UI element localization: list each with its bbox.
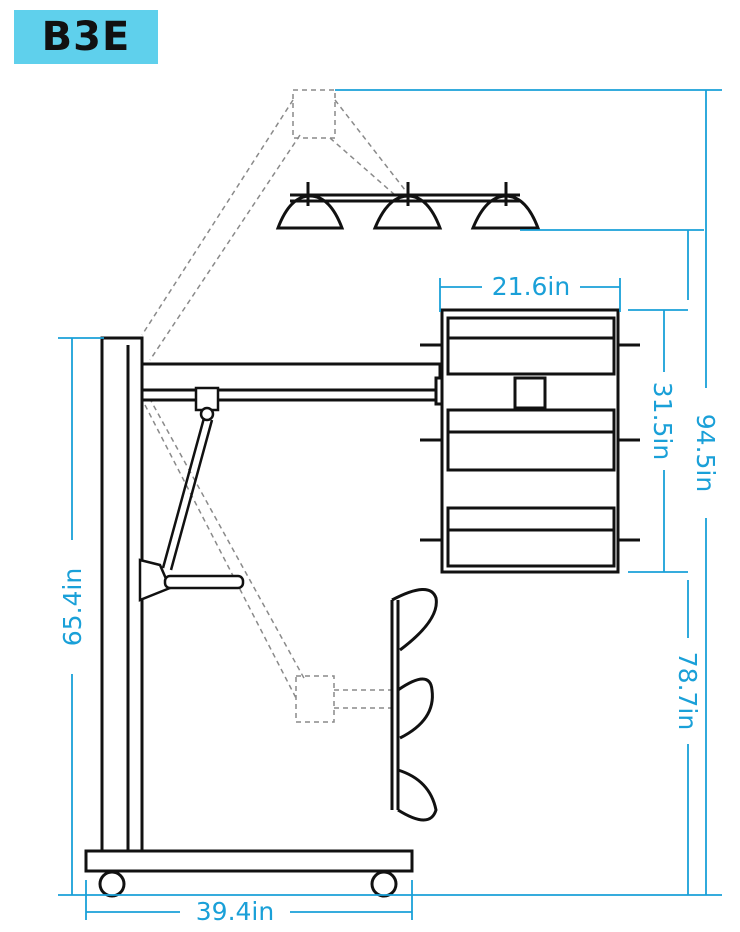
stand-base	[84, 849, 414, 873]
label-max-height: 94.5in	[691, 414, 720, 492]
ghost-lower-arm-inner	[144, 389, 306, 681]
lamp-bulb-3	[446, 506, 616, 568]
spring-rod-1	[161, 417, 206, 569]
lowered-lamp-clip-3	[397, 768, 438, 822]
adjust-handle	[163, 574, 245, 590]
label-base-height: 65.4in	[58, 568, 87, 646]
label-base-width: 39.4in	[196, 897, 274, 926]
stand-wheel-left	[98, 870, 126, 898]
lamp-bulb-2	[446, 408, 616, 472]
lamp-panel	[420, 308, 640, 574]
ghost-arm-left-inner	[149, 134, 301, 361]
ghost-pivot-block	[292, 89, 336, 139]
model-badge: B3E	[14, 10, 158, 64]
label-lamp-height: 31.5in	[648, 382, 677, 460]
ghost-arm-left-outer	[141, 99, 294, 336]
ghost-lower-block	[295, 675, 335, 723]
stand	[84, 336, 414, 898]
lowered-lamp-clip-2	[397, 677, 434, 740]
dimension-lines	[58, 89, 722, 920]
raised-lamp-clip-1	[275, 194, 345, 230]
ghost-arm-right-outer	[334, 99, 406, 191]
gas-spring	[138, 386, 245, 602]
label-arm-height: 78.7in	[673, 652, 702, 730]
ghost-arm-right-inner	[329, 137, 396, 196]
model-label: B3E	[41, 14, 131, 60]
spring-pivot	[199, 406, 215, 422]
raised-lamp	[275, 182, 541, 230]
spring-mount	[194, 386, 220, 412]
stand-column	[100, 336, 144, 853]
lowered-lamp	[390, 588, 438, 822]
stand-wheel-right	[370, 870, 398, 898]
lamp-bulb-1	[446, 316, 616, 376]
arm-body	[140, 362, 442, 402]
label-lamp-width: 21.6in	[492, 272, 570, 301]
ghost-lower-arm-outer	[144, 404, 298, 701]
lamp-center-mount	[513, 376, 547, 410]
raised-position-ghost	[141, 89, 406, 723]
spring-rod-2	[169, 419, 214, 571]
lowered-lamp-clip-1	[391, 588, 438, 652]
